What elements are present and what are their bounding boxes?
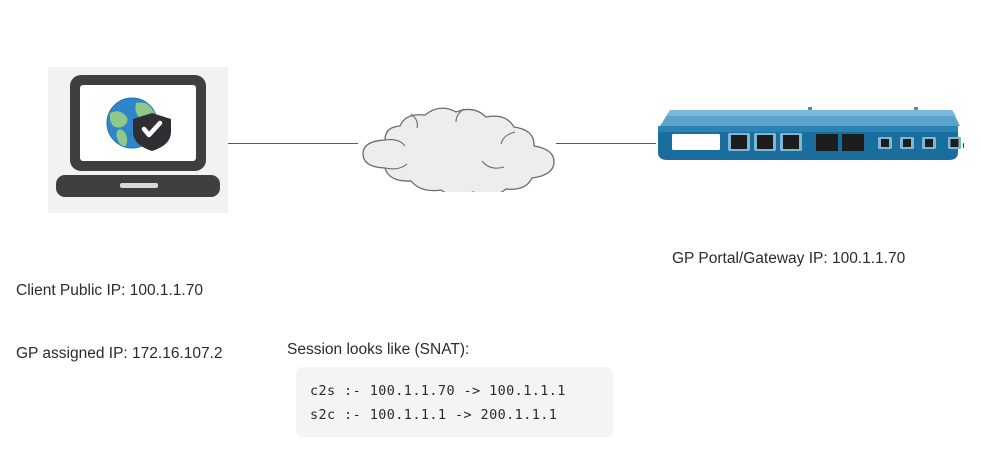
snat-caption: Session looks like (SNAT): (287, 341, 470, 358)
snat-session-line-s2c: s2c :- 100.1.1.1 -> 200.1.1.1 (310, 407, 558, 423)
link-cloud-to-gateway (556, 143, 656, 144)
link-client-to-cloud (228, 143, 358, 144)
client-laptop-node (48, 67, 228, 213)
internet-cloud-node (355, 92, 560, 192)
laptop-with-globe-shield-icon (56, 75, 220, 197)
firewall-appliance-icon (658, 107, 964, 160)
cloud-icon (362, 107, 555, 192)
client-ip-label: Client Public IP: 100.1.1.70 GP assigned… (16, 238, 223, 406)
firewall-appliance-node (652, 106, 964, 166)
client-assigned-ip-text: GP assigned IP: 172.16.107.2 (16, 345, 223, 362)
snat-session-code-box: c2s :- 100.1.1.70 -> 100.1.1.1 s2c :- 10… (296, 367, 613, 437)
snat-session-line-c2s: c2s :- 100.1.1.70 -> 100.1.1.1 (310, 383, 566, 399)
gateway-ip-label: GP Portal/Gateway IP: 100.1.1.70 (672, 250, 906, 267)
client-public-ip-text: Client Public IP: 100.1.1.70 (16, 282, 203, 299)
